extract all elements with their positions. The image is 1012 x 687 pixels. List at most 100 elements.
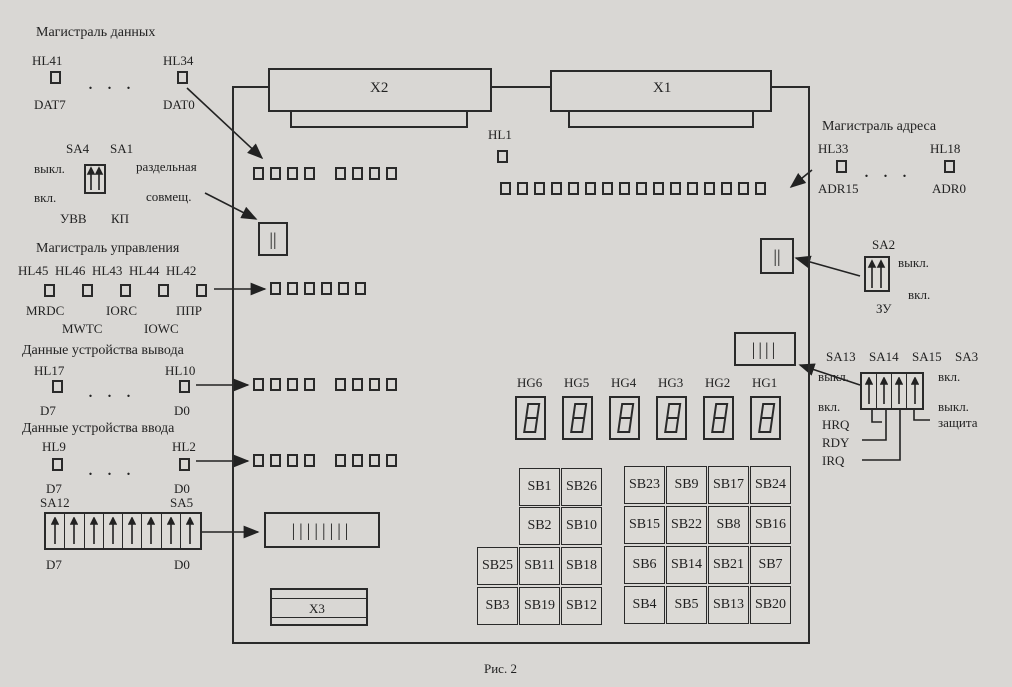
data-toggle-switch[interactable] <box>162 514 181 548</box>
key-sb22[interactable]: SB22 <box>666 506 707 544</box>
control-led-label: HL43 <box>92 263 123 278</box>
seven-segment-digit <box>562 396 593 440</box>
key-sb24[interactable]: SB24 <box>750 466 791 504</box>
key-sb4[interactable]: SB4 <box>624 586 665 624</box>
key-sb5[interactable]: SB5 <box>666 586 707 624</box>
key-sb1[interactable]: SB1 <box>519 468 560 506</box>
connector-x1 <box>550 70 772 112</box>
board-input-led <box>253 454 264 467</box>
key-sb17[interactable]: SB17 <box>708 466 749 504</box>
key-sb19[interactable]: SB19 <box>519 587 560 625</box>
data-toggle-switch[interactable] <box>65 514 85 548</box>
right-switch-bank <box>860 372 924 410</box>
key-sb2[interactable]: SB2 <box>519 507 560 545</box>
key-sb14[interactable]: SB14 <box>666 546 707 584</box>
output-data-led-left <box>52 380 63 393</box>
input-data-led-right <box>179 458 190 471</box>
key-sb21[interactable]: SB21 <box>708 546 749 584</box>
mode-switch-kp: КП <box>111 211 130 226</box>
control-toggle-switch[interactable] <box>862 374 877 408</box>
data-toggle-switch[interactable] <box>142 514 162 548</box>
data-toggle-switch[interactable] <box>123 514 143 548</box>
control-bus-title: Магистраль управления <box>36 241 180 256</box>
board-input-led <box>335 454 346 467</box>
board-address-led <box>738 182 749 195</box>
control-led-label: HL44 <box>129 263 160 278</box>
seven-segment-digit <box>609 396 640 440</box>
connector-x1-label: X1 <box>653 80 672 96</box>
connector-x2-base <box>290 110 468 128</box>
board-address-led <box>551 182 562 195</box>
output-data-bit-left: D7 <box>40 403 56 418</box>
key-sb25[interactable]: SB25 <box>477 547 518 585</box>
board-input-led <box>352 454 363 467</box>
key-sb9[interactable]: SB9 <box>666 466 707 504</box>
address-bus-bit-right: ADR0 <box>932 181 966 196</box>
board-address-led <box>721 182 732 195</box>
key-sb16[interactable]: SB16 <box>750 506 791 544</box>
signal-hrq: HRQ <box>822 417 850 432</box>
mode-switch[interactable] <box>84 164 106 194</box>
key-sb15[interactable]: SB15 <box>624 506 665 544</box>
data-bus-bit-left: DAT7 <box>34 97 66 112</box>
input-data-bit-right: D0 <box>174 481 190 496</box>
data-toggle-switch[interactable] <box>104 514 123 548</box>
memory-switch-arrows <box>867 259 886 288</box>
key-sb11[interactable]: SB11 <box>519 547 560 585</box>
board-input-led <box>287 454 298 467</box>
board-address-led <box>500 182 511 195</box>
memory-switch-off: выкл. <box>898 255 929 270</box>
control-led <box>158 284 169 297</box>
key-sb26[interactable]: SB26 <box>561 468 602 506</box>
memory-indicator: || <box>760 238 794 274</box>
key-sb20[interactable]: SB20 <box>750 586 791 624</box>
data-toggle-switch[interactable] <box>181 514 200 548</box>
board-control-led <box>355 282 366 295</box>
input-data-hl-left: HL9 <box>42 439 66 454</box>
board-output-led <box>287 378 298 391</box>
output-data-title: Данные устройства вывода <box>22 343 184 358</box>
control-led-label: HL45 <box>18 263 49 278</box>
board-output-led <box>386 378 397 391</box>
key-sb7[interactable]: SB7 <box>750 546 791 584</box>
hl1-led <box>497 150 508 163</box>
data-bus-title: Магистраль данных <box>36 25 156 40</box>
key-sb10[interactable]: SB10 <box>561 507 602 545</box>
data-toggle-switch[interactable] <box>85 514 104 548</box>
input-data-hl-right: HL2 <box>172 439 196 454</box>
control-toggle-switch[interactable] <box>877 374 892 408</box>
board-data-led <box>369 167 380 180</box>
board-data-led <box>270 167 281 180</box>
address-bus-bit-left: ADR15 <box>818 181 859 196</box>
right-switch-off-right: выкл. <box>938 399 969 414</box>
key-sb23[interactable]: SB23 <box>624 466 665 504</box>
key-sb8[interactable]: SB8 <box>708 506 749 544</box>
control-toggle-switch[interactable] <box>907 374 922 408</box>
board-data-led <box>304 167 315 180</box>
data-bus-led-right <box>177 71 188 84</box>
board-address-led <box>704 182 715 195</box>
key-sb6[interactable]: SB6 <box>624 546 665 584</box>
board-data-led <box>386 167 397 180</box>
right-switch-on-left: вкл. <box>818 399 841 414</box>
control-led <box>196 284 207 297</box>
right-switch-off-left: выкл. <box>818 369 849 384</box>
board-address-led <box>755 182 766 195</box>
key-sb12[interactable]: SB12 <box>561 587 602 625</box>
control-led-label: HL46 <box>55 263 86 278</box>
key-sb13[interactable]: SB13 <box>708 586 749 624</box>
board-control-led <box>321 282 332 295</box>
key-sb18[interactable]: SB18 <box>561 547 602 585</box>
board-output-led <box>253 378 264 391</box>
hl1-label: HL1 <box>488 127 512 142</box>
data-bus-hl-right: HL34 <box>163 53 194 68</box>
control-toggle-switch[interactable] <box>892 374 907 408</box>
connector-x3 <box>270 588 368 626</box>
control-led <box>44 284 55 297</box>
right-switch-label: SA14 <box>869 349 899 364</box>
key-sb3[interactable]: SB3 <box>477 587 518 625</box>
input-data-bit-left: D7 <box>46 481 62 496</box>
memory-switch[interactable] <box>864 256 890 292</box>
data-toggle-switch[interactable] <box>46 514 66 548</box>
